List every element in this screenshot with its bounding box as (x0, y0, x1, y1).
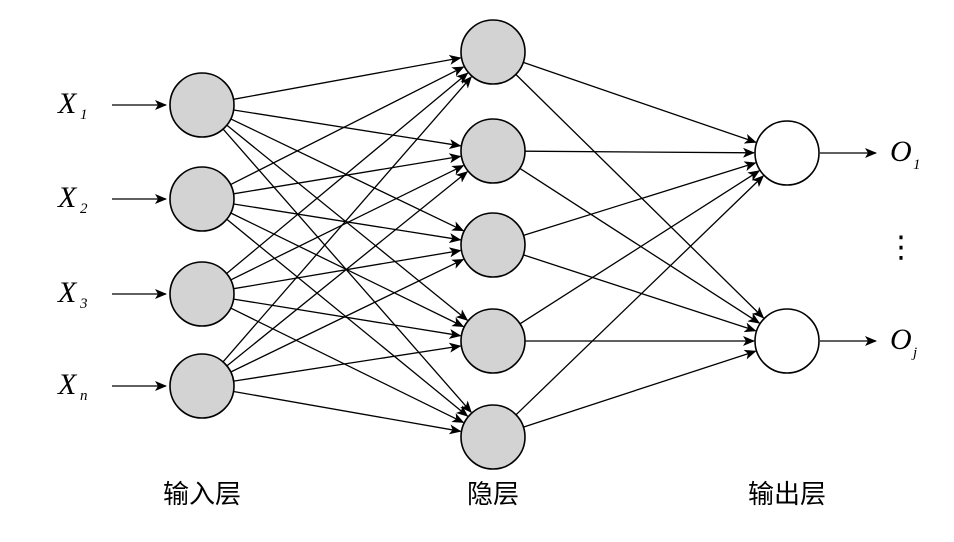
input-label-n-var: X (57, 368, 78, 401)
edge-input-2-hidden-1 (230, 66, 465, 186)
output-ellipsis: ⋮ (886, 230, 916, 265)
output-layer-label: 输出层 (748, 480, 826, 510)
input-label-2-var: X (57, 181, 78, 214)
edge-hidden-2-output-2 (519, 167, 761, 324)
hidden-layer-nodes (460, 19, 526, 470)
edge-input-1-hidden-2 (233, 109, 462, 150)
layer-labels: 输入层 隐层 输出层 (163, 480, 826, 510)
output-node-j (754, 308, 820, 374)
edge-input-4-hidden-1 (222, 76, 472, 363)
input-node-2 (169, 166, 235, 232)
edge-hidden-2-output-1 (524, 147, 755, 158)
input-layer-nodes (169, 72, 235, 419)
edge-input-3-hidden-5 (230, 307, 465, 423)
connection-edges (222, 54, 765, 435)
edge-hidden-3-output-2 (523, 254, 757, 333)
edge-input-3-hidden-2 (230, 165, 465, 281)
edge-input-1-hidden-5 (222, 128, 472, 413)
input-node-1 (169, 72, 235, 138)
input-layer-label: 输入层 (163, 480, 241, 510)
edge-input-1-hidden-1 (233, 54, 462, 100)
edge-input-4-hidden-5 (233, 390, 462, 435)
output-label-j-var: O (890, 323, 912, 356)
input-labels: X 1 X 2 X 3 X n (57, 87, 88, 404)
hidden-layer-label: 隐层 (467, 480, 519, 510)
edge-input-2-hidden-3 (233, 203, 462, 244)
output-label-1-var: O (890, 135, 912, 168)
edge-hidden-3-output-1 (523, 161, 757, 237)
output-label-1-sub: 1 (913, 157, 921, 173)
output-arrows (820, 148, 877, 346)
input-label-n-sub: n (80, 388, 88, 404)
edge-hidden-4-output-1 (519, 170, 761, 325)
hidden-node-4 (460, 308, 526, 374)
edge-input-4-hidden-2 (226, 171, 469, 367)
edge-hidden-1-output-2 (515, 73, 765, 319)
input-label-3-var: X (57, 276, 78, 309)
edge-hidden-1-output-1 (523, 61, 757, 144)
edge-input-3-hidden-4 (233, 298, 462, 339)
hidden-node-2 (460, 118, 526, 184)
input-label-1-sub: 1 (80, 107, 88, 123)
edge-input-3-hidden-1 (226, 72, 469, 274)
output-label-j-sub: j (911, 345, 917, 361)
edge-hidden-5-output-1 (515, 175, 765, 416)
input-node-n (169, 353, 235, 419)
edge-input-2-hidden-2 (233, 153, 462, 195)
input-label-1-var: X (57, 87, 78, 120)
hidden-node-3 (460, 212, 526, 278)
edge-input-4-hidden-4 (233, 342, 462, 382)
input-node-3 (169, 261, 235, 327)
edge-input-4-hidden-3 (230, 258, 465, 373)
output-layer-nodes (754, 120, 820, 374)
output-node-1 (754, 120, 820, 186)
input-arrows (112, 100, 167, 391)
input-label-3-sub: 3 (79, 296, 88, 312)
edge-hidden-5-output-2 (523, 349, 757, 428)
input-label-2-sub: 2 (80, 201, 88, 217)
output-labels: O 1 O j ⋮ (886, 135, 921, 361)
hidden-node-1 (460, 19, 526, 85)
hidden-node-5 (460, 404, 526, 470)
